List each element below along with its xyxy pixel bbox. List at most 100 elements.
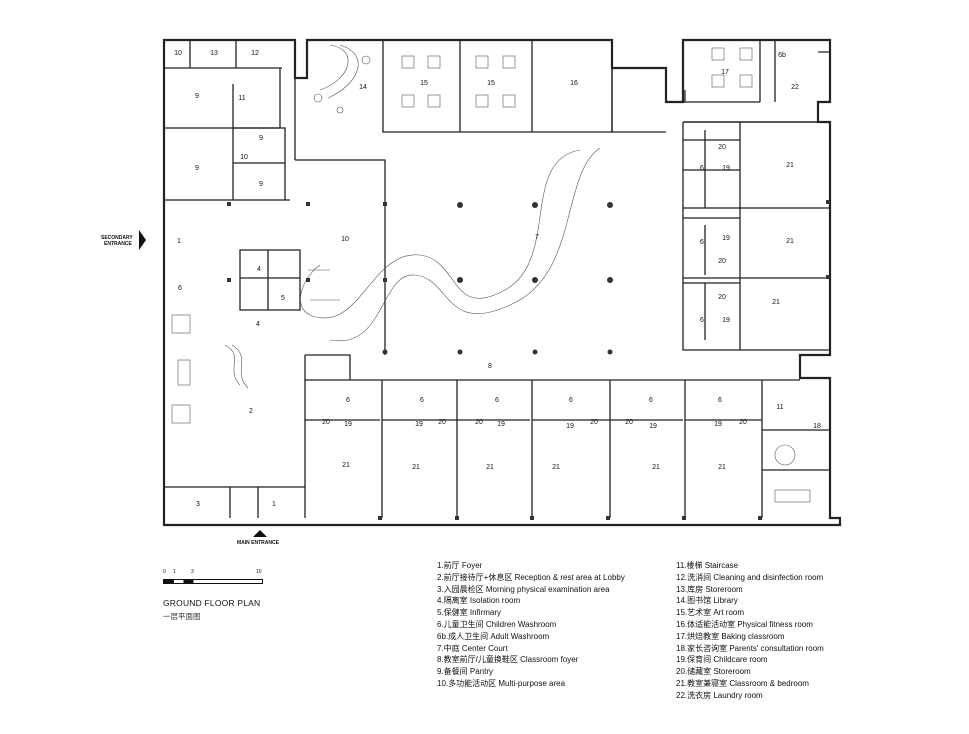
room-label: 21: [772, 299, 780, 306]
legend-item: 7.中庭 Center Court: [437, 643, 508, 653]
legend-item: 9.备餐间 Pantry: [437, 667, 494, 677]
room-label: 7: [535, 234, 539, 241]
room-label: 21: [486, 464, 494, 471]
room-label: 20: [625, 419, 633, 426]
plan-title-en: GROUND FLOOR PLAN: [163, 598, 261, 608]
secondary-entrance-label-1: SECONDARY: [101, 235, 133, 241]
room-label: 2: [249, 408, 253, 415]
room-label: 20: [718, 294, 726, 301]
room-label: 20: [590, 419, 598, 426]
room-label: 20: [322, 419, 330, 426]
outer-walls: [162, 38, 842, 527]
room-label: 15: [487, 80, 495, 87]
room-label: 19: [722, 165, 730, 172]
room-label: 9: [195, 93, 199, 100]
room-label: 19: [714, 421, 722, 428]
room-furniture: [171, 44, 811, 503]
column-grid: [227, 200, 830, 520]
main-entrance-marker: MAIN ENTRANCE: [237, 530, 280, 546]
room-label: 6: [700, 317, 704, 324]
room-label: 20: [718, 258, 726, 265]
legend-item: 8.教室前厅/儿童换鞋区 Classroom foyer: [437, 655, 579, 665]
room-label: 19: [344, 421, 352, 428]
room-label: 6: [495, 397, 499, 404]
room-label: 6: [569, 397, 573, 404]
room-label: 21: [786, 238, 794, 245]
room-label: 19: [497, 421, 505, 428]
room-label: 9: [259, 135, 263, 142]
room-label: 22: [791, 84, 799, 91]
room-label: 21: [718, 464, 726, 471]
room-label: 19: [649, 423, 657, 430]
interior-walls: [164, 40, 830, 518]
room-label: 21: [412, 464, 420, 471]
room-label: 21: [786, 162, 794, 169]
scale-tick: 10: [256, 569, 262, 575]
room-label: 12: [251, 50, 259, 57]
legend-item: 19.保育间 Childcare room: [676, 655, 768, 665]
legend-item: 6.儿童卫生间 Children Washroom: [437, 619, 557, 629]
room-label: 11: [776, 404, 783, 411]
legend-item: 4.隔离室 Isolation room: [437, 596, 521, 606]
floor-plan: 10 13 12 9 11 9 10 9 9 14 15 15 16 17 6b…: [101, 38, 842, 546]
main-entrance-label: MAIN ENTRANCE: [237, 540, 280, 546]
room-label: 19: [722, 235, 730, 242]
legend-item: 3.入园晨检区 Morning physical examination are…: [437, 584, 610, 594]
legend-item: 16.体适能活动室 Physical fitness room: [676, 619, 813, 629]
legend-item: 18.家长咨询室 Parents' consultation room: [676, 643, 824, 653]
room-label: 1: [272, 501, 276, 508]
legend-item: 21.教室兼寝室 Classroom & bedroom: [676, 678, 809, 688]
room-label: 4: [256, 321, 260, 328]
room-label: 19: [566, 423, 574, 430]
legend-item: 13.库房 Storeroom: [676, 584, 743, 594]
legend-item: 10.多功能活动区 Multi-purpose area: [437, 678, 566, 688]
scale-bar: 0 1 3 10: [163, 569, 263, 584]
scale-ticks: 0 1 3 10: [163, 569, 263, 579]
room-label: 19: [415, 421, 423, 428]
room-label: 10: [341, 236, 349, 243]
room-label: 6: [718, 397, 722, 404]
room-label: 6: [178, 285, 182, 292]
room-label: 4: [257, 266, 261, 273]
room-label: 19: [722, 317, 730, 324]
legend-item: 20.储藏室 Storeroom: [676, 667, 751, 677]
room-label: 20: [438, 419, 446, 426]
room-label: 21: [342, 462, 350, 469]
room-label: 20: [475, 419, 483, 426]
legend-item: 1.前厅 Foyer: [437, 561, 483, 570]
scale-tick: 1: [173, 569, 176, 575]
legend-item: 5.保健室 Infirmary: [437, 608, 502, 618]
room-label: 11: [238, 95, 245, 102]
room-label: 8: [488, 363, 492, 370]
room-label: 20: [739, 419, 747, 426]
room-label: 16: [570, 80, 578, 87]
legend-item: 22.洗衣房 Laundry room: [676, 690, 763, 700]
room-label: 6: [700, 239, 704, 246]
scale-bar-graphic: [163, 579, 263, 584]
room-label: 6b: [778, 52, 786, 59]
room-label: 17: [721, 69, 729, 76]
room-label: 10: [240, 154, 248, 161]
room-label: 20: [718, 144, 726, 151]
room-label: 21: [552, 464, 560, 471]
legend-right: 11.楼梯 Staircase 12.洗消间 Cleaning and disi…: [676, 560, 876, 702]
room-label: 1: [177, 238, 181, 245]
room-label: 21: [652, 464, 660, 471]
legend-left: 1.前厅 Foyer 2.前厅接待厅+休息区 Reception & rest …: [437, 560, 662, 690]
room-label: 10: [174, 50, 182, 57]
legend-item: 6b.成人卫生间 Adult Washroom: [437, 631, 550, 641]
legend-item: 17.烘焙教室 Baking classroom: [676, 631, 785, 641]
legend-item: 14.图书馆 Library: [676, 596, 738, 606]
courtyard-path: [300, 147, 601, 342]
room-label: 3: [196, 501, 200, 508]
legend-item: 2.前厅接待厅+休息区 Reception & rest area at Lob…: [437, 572, 625, 582]
room-label: 6: [420, 397, 424, 404]
plan-title-block: GROUND FLOOR PLAN 一层平面图: [163, 598, 260, 622]
room-label: 15: [420, 80, 428, 87]
room-labels: 10 13 12 9 11 9 10 9 9 14 15 15 16 17 6b…: [174, 50, 821, 508]
plan-title-zh: 一层平面图: [163, 612, 201, 621]
room-label: 18: [813, 423, 821, 430]
room-label: 9: [195, 165, 199, 172]
scale-tick: 3: [191, 569, 194, 575]
room-label: 6: [649, 397, 653, 404]
